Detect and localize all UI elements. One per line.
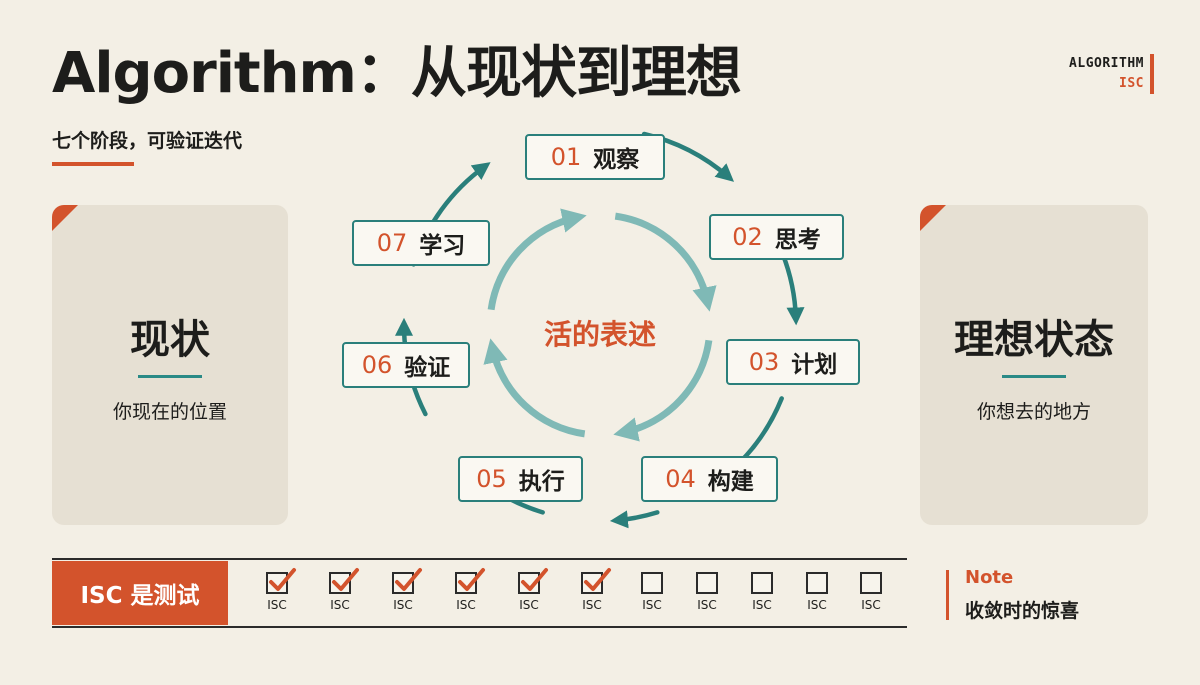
step-number: 04 <box>665 465 696 493</box>
note-text: 收敛时的惊喜 <box>965 600 1080 622</box>
ideal-state-panel: 理想状态 你想去的地方 <box>920 205 1148 525</box>
isc-label: ISC 是测试 <box>52 561 228 625</box>
isc-item-label: ISC <box>642 598 662 612</box>
inner-cycle-arrow <box>483 338 586 438</box>
panel-divider <box>138 375 202 378</box>
isc-item[interactable]: ISC <box>851 572 891 612</box>
isc-item-label: ISC <box>267 598 287 612</box>
current-state-panel: 现状 你现在的位置 <box>52 205 288 525</box>
isc-item-label: ISC <box>807 598 827 612</box>
isc-item[interactable]: ISC <box>446 568 486 612</box>
note-accent-bar <box>946 570 949 620</box>
isc-item[interactable]: ISC <box>797 572 837 612</box>
step-number: 03 <box>748 348 780 376</box>
inner-cycle-arrow <box>613 339 713 442</box>
panel-divider <box>1002 375 1066 378</box>
page-title: Algorithm：从现状到理想 <box>52 41 742 106</box>
empty-checkbox-icon[interactable] <box>696 572 718 594</box>
empty-checkbox-icon[interactable] <box>806 572 828 594</box>
corner-accent-bar <box>1150 54 1154 94</box>
corner-triangle-icon <box>52 205 78 231</box>
checkmark-icon <box>584 568 611 591</box>
isc-item[interactable]: ISC <box>383 568 423 612</box>
checkmark-icon <box>332 568 359 591</box>
step-number: 01 <box>550 143 582 171</box>
empty-checkbox-icon[interactable] <box>860 572 882 594</box>
step-label: 执行 <box>518 469 565 495</box>
isc-item[interactable]: ISC <box>509 568 549 612</box>
isc-track-top-line <box>52 558 907 560</box>
step-build[interactable]: 04 构建 <box>641 456 778 502</box>
checked-checkbox-icon[interactable] <box>455 568 485 594</box>
corner-triangle-icon <box>920 205 946 231</box>
corner-tag-line1: ALGORITHM <box>1069 56 1144 71</box>
step-number: 06 <box>361 351 393 379</box>
step-number: 05 <box>476 465 507 493</box>
current-state-description: 你现在的位置 <box>112 401 227 423</box>
checkmark-icon <box>458 568 485 591</box>
checked-checkbox-icon[interactable] <box>581 568 611 594</box>
step-label: 计划 <box>791 352 838 378</box>
step-learn[interactable]: 07 学习 <box>352 220 490 266</box>
step-label: 观察 <box>593 147 640 173</box>
inner-cycle-arrow <box>487 208 587 311</box>
cycle-center-label: 活的表述 <box>543 318 656 351</box>
step-label: 验证 <box>404 355 451 381</box>
isc-item-label: ISC <box>456 598 476 612</box>
inner-cycle-arrow <box>614 212 717 312</box>
isc-item-label: ISC <box>861 598 881 612</box>
isc-track-bottom-line <box>52 626 907 628</box>
step-think[interactable]: 02 思考 <box>709 214 844 260</box>
checked-checkbox-icon[interactable] <box>518 568 548 594</box>
step-label: 思考 <box>774 227 821 253</box>
isc-item-label: ISC <box>330 598 350 612</box>
step-execute[interactable]: 05 执行 <box>458 456 583 502</box>
checkmark-icon <box>521 568 548 591</box>
checkmark-icon <box>269 568 296 591</box>
cycle-arrow <box>609 510 660 529</box>
isc-item-label: ISC <box>519 598 539 612</box>
step-label: 学习 <box>419 233 466 259</box>
checkmark-icon <box>395 568 422 591</box>
step-number: 02 <box>732 223 763 251</box>
checked-checkbox-icon[interactable] <box>329 568 359 594</box>
step-plan[interactable]: 03 计划 <box>726 339 860 385</box>
checked-checkbox-icon[interactable] <box>266 568 296 594</box>
subtitle-underline <box>52 162 134 166</box>
note-title: Note <box>965 567 1014 588</box>
current-state-title: 现状 <box>130 317 210 363</box>
step-number: 07 <box>376 229 408 257</box>
empty-checkbox-icon[interactable] <box>641 572 663 594</box>
step-label: 构建 <box>707 469 754 495</box>
isc-item[interactable]: ISC <box>572 568 612 612</box>
empty-checkbox-icon[interactable] <box>751 572 773 594</box>
isc-item[interactable]: ISC <box>257 568 297 612</box>
isc-item-label: ISC <box>697 598 717 612</box>
isc-item-label: ISC <box>393 598 413 612</box>
isc-item[interactable]: ISC <box>742 572 782 612</box>
isc-item-label: ISC <box>752 598 772 612</box>
page-subtitle: 七个阶段，可验证迭代 <box>52 130 243 152</box>
isc-item-label: ISC <box>582 598 602 612</box>
isc-item[interactable]: ISC <box>320 568 360 612</box>
ideal-state-title: 理想状态 <box>954 317 1114 363</box>
corner-tag: ALGORITHM ISC <box>1069 54 1144 94</box>
isc-item[interactable]: ISC <box>687 572 727 612</box>
step-verify[interactable]: 06 验证 <box>342 342 470 388</box>
ideal-state-description: 你想去的地方 <box>976 401 1091 423</box>
isc-item[interactable]: ISC <box>632 572 672 612</box>
checked-checkbox-icon[interactable] <box>392 568 422 594</box>
corner-tag-line2: ISC <box>1119 76 1144 91</box>
step-observe[interactable]: 01 观察 <box>525 134 665 180</box>
